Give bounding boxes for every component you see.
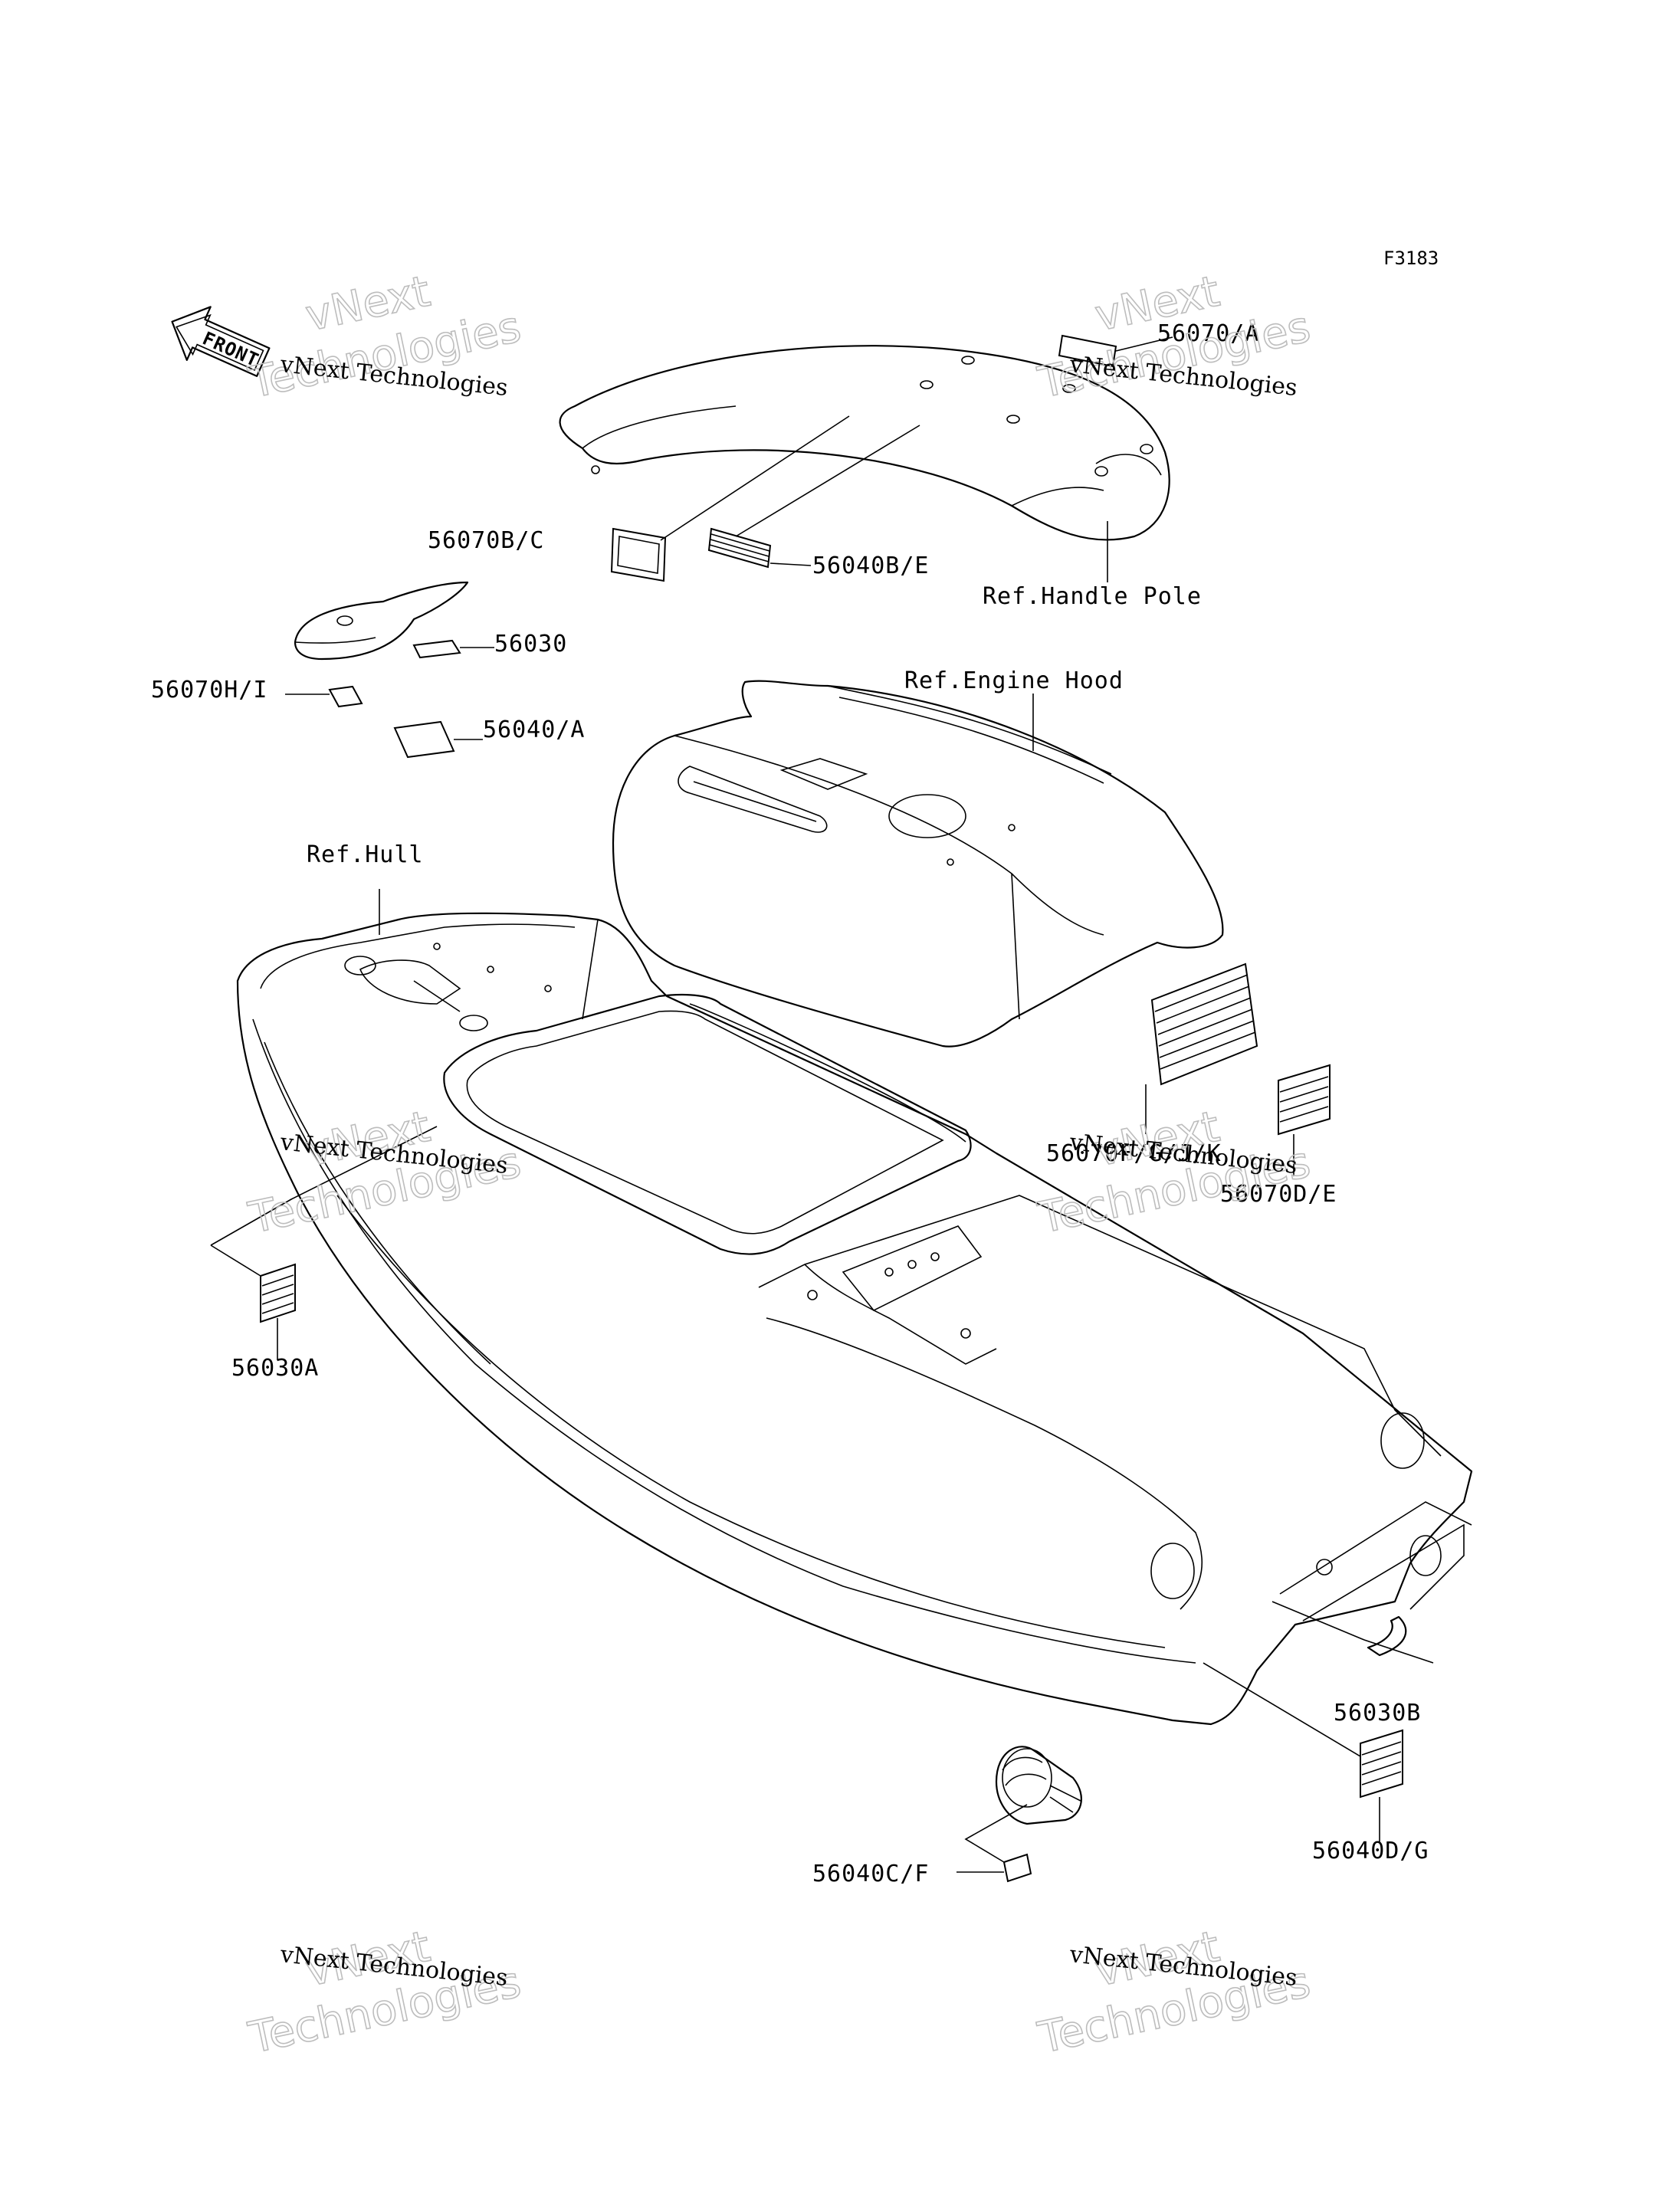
label-56030A: 56030A: [231, 1355, 319, 1382]
decal-56070A: [1058, 334, 1117, 368]
label-56040BE: 56040B/E: [812, 553, 930, 579]
handle-pole-cover: [559, 345, 1170, 541]
watermark: vNext Technologies vNext Technologies: [244, 1921, 526, 2064]
label-56040CF: 56040C/F: [812, 1861, 930, 1887]
label-56070FGJK: 56070F/G/J/K: [1046, 1140, 1222, 1167]
fuel-cap-part: [995, 1746, 1082, 1825]
label-ref-handle-pole: Ref.Handle Pole: [983, 583, 1202, 610]
label-ref-engine-hood: Ref.Engine Hood: [904, 667, 1124, 694]
engine-hood: [612, 680, 1224, 1048]
label-ref-hull: Ref.Hull: [307, 841, 424, 868]
decal-56030: [412, 639, 461, 659]
decal-56040A: [393, 720, 455, 759]
watermark: vNext Technologies vNext Technologies: [244, 266, 526, 409]
decal-56070DE: [1278, 1064, 1331, 1136]
figure-code: F3183: [1383, 248, 1439, 269]
label-56070A: 56070/A: [1157, 320, 1259, 347]
decal-56040CF: [1002, 1853, 1032, 1883]
label-56030: 56030: [494, 631, 567, 657]
label-56070HI: 56070H/I: [151, 677, 268, 703]
label-56070DE: 56070D/E: [1220, 1181, 1337, 1208]
label-56070BC: 56070B/C: [428, 527, 545, 554]
decal-56040DG: [1360, 1729, 1403, 1799]
decal-56070HI: [328, 685, 363, 708]
label-56030B: 56030B: [1334, 1700, 1421, 1726]
hull: [236, 912, 1473, 1726]
decal-56070FGJK: [1150, 962, 1258, 1086]
decal-56030B: [1367, 1615, 1407, 1657]
watermark: vNext Technologies vNext Technologies: [1033, 1921, 1315, 2064]
label-56040DG: 56040D/G: [1312, 1838, 1429, 1864]
decal-56070BC: [610, 527, 667, 582]
decal-56040BE: [707, 527, 772, 569]
decal-56030A: [260, 1263, 296, 1323]
label-56040A: 56040/A: [483, 716, 585, 743]
watermark: vNext Technologies vNext Technologies: [244, 1101, 526, 1244]
seat-cushion-piece: [294, 581, 469, 661]
